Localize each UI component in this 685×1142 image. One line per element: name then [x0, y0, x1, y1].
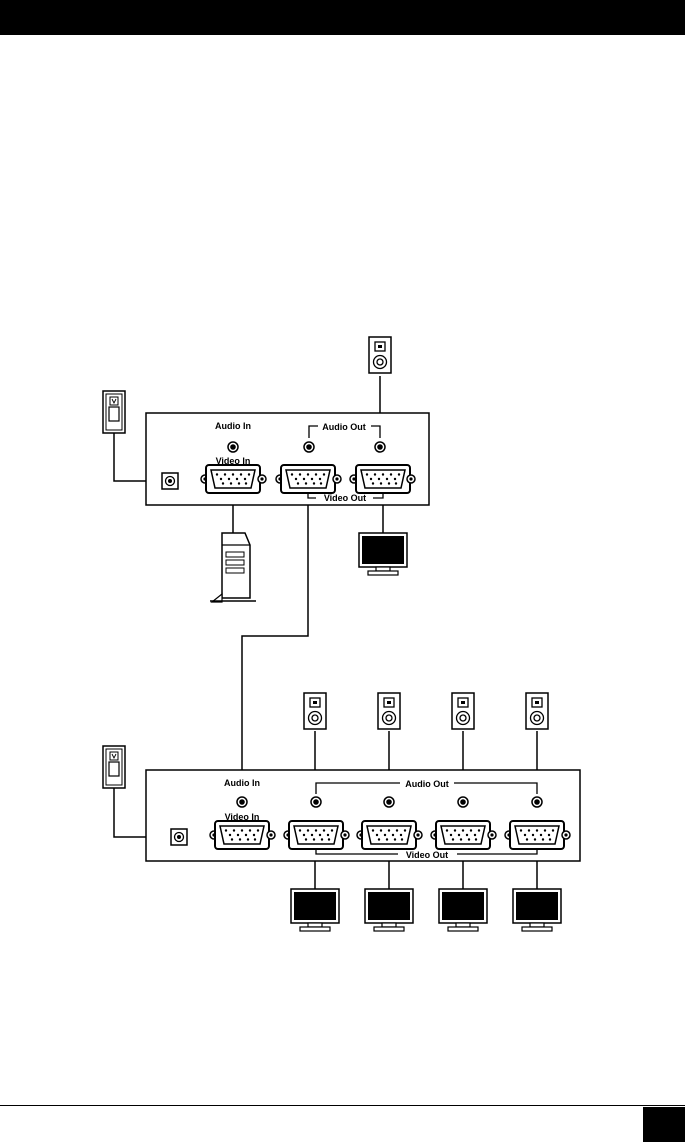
- video-in-port: [206, 465, 260, 493]
- video-out-port-1: [289, 821, 343, 849]
- computer-tower-icon: [210, 533, 256, 602]
- monitor-icon: [439, 889, 487, 931]
- monitor-icon: [365, 889, 413, 931]
- audio-in-label: Audio In: [215, 421, 251, 431]
- video-out-port-4: [510, 821, 564, 849]
- video-out-label: Video Out: [406, 850, 448, 860]
- video-out-port-1: [281, 465, 335, 493]
- video-out-port-3: [436, 821, 490, 849]
- speaker-icon: [304, 693, 326, 729]
- video-out-port-2: [356, 465, 410, 493]
- monitor-icon: [513, 889, 561, 931]
- audio-in-jack: [237, 797, 247, 807]
- audio-out-label: Audio Out: [322, 422, 366, 432]
- power-jack: [162, 473, 178, 489]
- video-out-port-2: [362, 821, 416, 849]
- audio-out-jack-1: [311, 797, 321, 807]
- power-jack: [171, 829, 187, 845]
- audio-out-label: Audio Out: [405, 779, 449, 789]
- video-in-port: [215, 821, 269, 849]
- audio-out-jack-1: [304, 442, 314, 452]
- speaker-icon: [452, 693, 474, 729]
- wall-outlet-icon: [103, 391, 125, 433]
- speaker-icon: [378, 693, 400, 729]
- splitter-4port: Audio In Audio Out Video In Video Out: [146, 770, 580, 861]
- wall-outlet-icon: [103, 746, 125, 788]
- monitor-icon: [291, 889, 339, 931]
- audio-in-label: Audio In: [224, 778, 260, 788]
- audio-out-jack-4: [532, 797, 542, 807]
- audio-out-jack-3: [458, 797, 468, 807]
- speaker-icon: [526, 693, 548, 729]
- video-out-label: Video Out: [324, 493, 366, 503]
- speaker-icon: [369, 337, 391, 373]
- audio-out-jack-2: [375, 442, 385, 452]
- audio-in-jack: [228, 442, 238, 452]
- splitter-2port: Audio In Audio Out Video In Video Out: [146, 413, 429, 505]
- monitor-icon: [359, 533, 407, 575]
- audio-out-jack-2: [384, 797, 394, 807]
